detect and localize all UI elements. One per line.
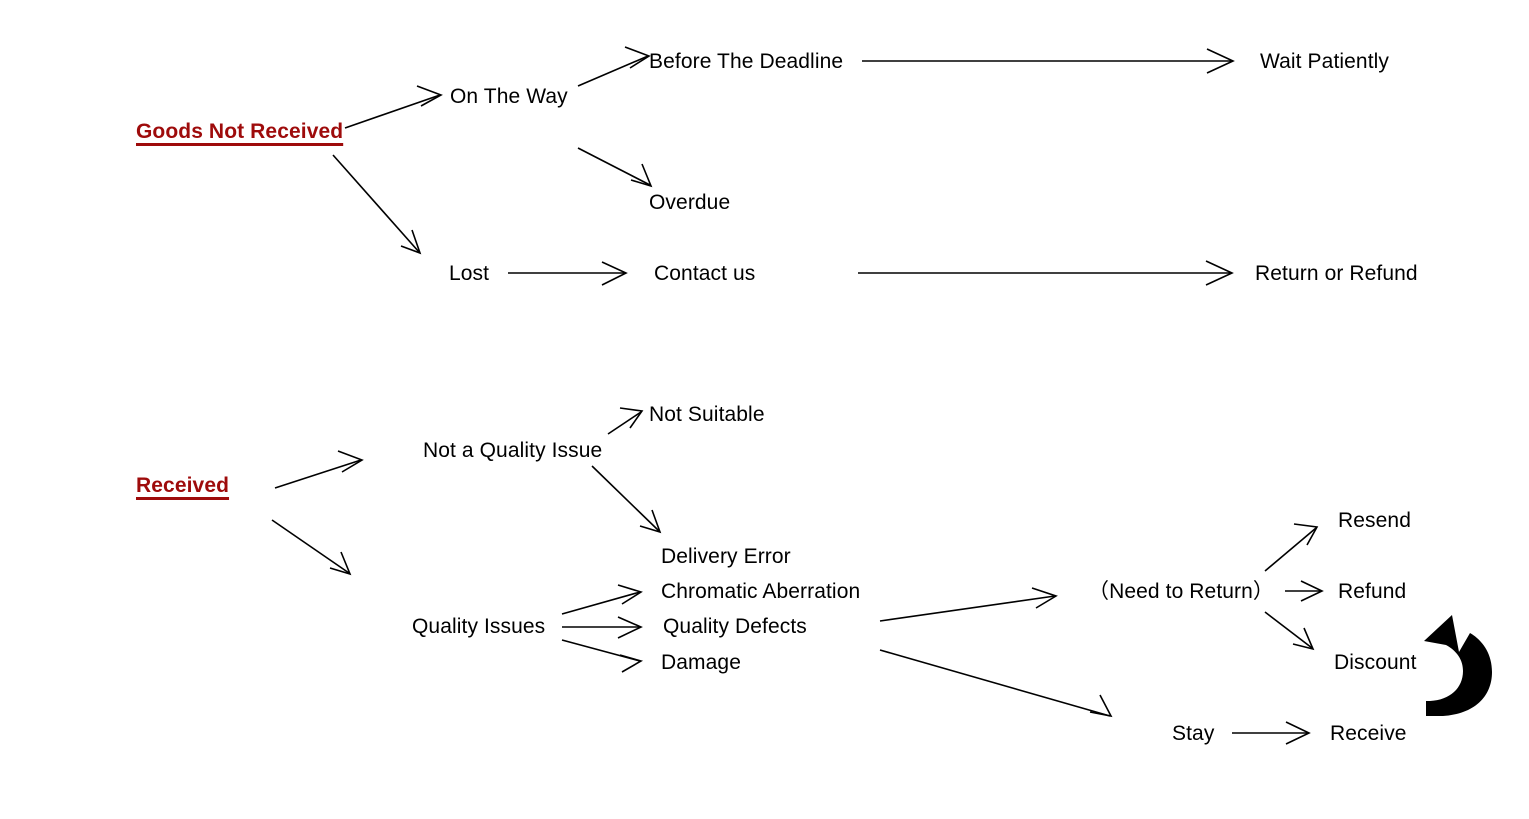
node-stay[interactable]: Stay — [1172, 722, 1215, 745]
node-quality-defects[interactable]: Quality Defects — [663, 615, 807, 638]
node-refund[interactable]: Refund — [1338, 580, 1407, 603]
edge-received-to-not-a-quality-issue — [274, 450, 364, 489]
edge-lost-to-contact-us — [508, 261, 628, 286]
node-contact-us[interactable]: Contact us — [654, 262, 756, 285]
node-damage[interactable]: Damage — [661, 651, 741, 674]
edge-stay-to-receive — [1232, 721, 1311, 745]
edge-on-the-way-to-overdue — [577, 147, 653, 188]
node-on-the-way[interactable]: On The Way — [450, 85, 568, 108]
node-receive[interactable]: Receive — [1330, 722, 1407, 745]
node-before-the-deadline[interactable]: Before The Deadline — [649, 50, 844, 73]
node-not-suitable[interactable]: Not Suitable — [649, 403, 765, 426]
node-need-to-return[interactable]: （Need to Return） — [1088, 580, 1275, 603]
edge-contact-us-to-return-or-refund — [858, 260, 1234, 286]
edge-quality-issues-to-chromatic-aberration — [561, 584, 643, 615]
node-received[interactable]: Received — [136, 474, 230, 497]
edge-need-to-return-to-discount — [1264, 611, 1315, 651]
edge-need-to-return-to-resend — [1264, 523, 1319, 572]
edge-not-a-quality-issue-to-not-suitable — [607, 407, 644, 435]
node-return-or-refund[interactable]: Return or Refund — [1255, 262, 1418, 285]
node-wait-patiently[interactable]: Wait Patiently — [1260, 50, 1389, 73]
node-goods-not-received[interactable]: Goods Not Received — [136, 120, 344, 143]
node-chromatic-aberration[interactable]: Chromatic Aberration — [661, 580, 861, 603]
edge-goods-to-on-the-way — [344, 85, 443, 129]
node-resend[interactable]: Resend — [1338, 509, 1411, 532]
loop-back-curved-arrow — [1424, 615, 1492, 745]
node-discount[interactable]: Discount — [1334, 651, 1417, 674]
node-not-a-quality-issue[interactable]: Not a Quality Issue — [423, 439, 603, 462]
edge-need-to-return-to-refund — [1285, 580, 1324, 602]
node-overdue[interactable]: Overdue — [649, 191, 731, 214]
node-lost[interactable]: Lost — [449, 262, 490, 285]
edge-quality-to-need-to-return — [879, 587, 1058, 622]
edge-quality-to-stay — [879, 649, 1113, 718]
edge-received-to-quality-issues — [271, 519, 352, 576]
node-delivery-error[interactable]: Delivery Error — [661, 545, 791, 568]
edge-on-the-way-to-before-deadline — [577, 46, 651, 87]
edge-before-deadline-to-wait-patiently — [862, 48, 1235, 74]
node-quality-issues[interactable]: Quality Issues — [412, 615, 546, 638]
edge-quality-issues-to-quality-defects — [562, 616, 643, 639]
edge-not-a-quality-issue-to-delivery-error — [591, 465, 662, 534]
edge-goods-to-lost — [332, 154, 422, 255]
edge-quality-issues-to-damage — [561, 639, 644, 673]
